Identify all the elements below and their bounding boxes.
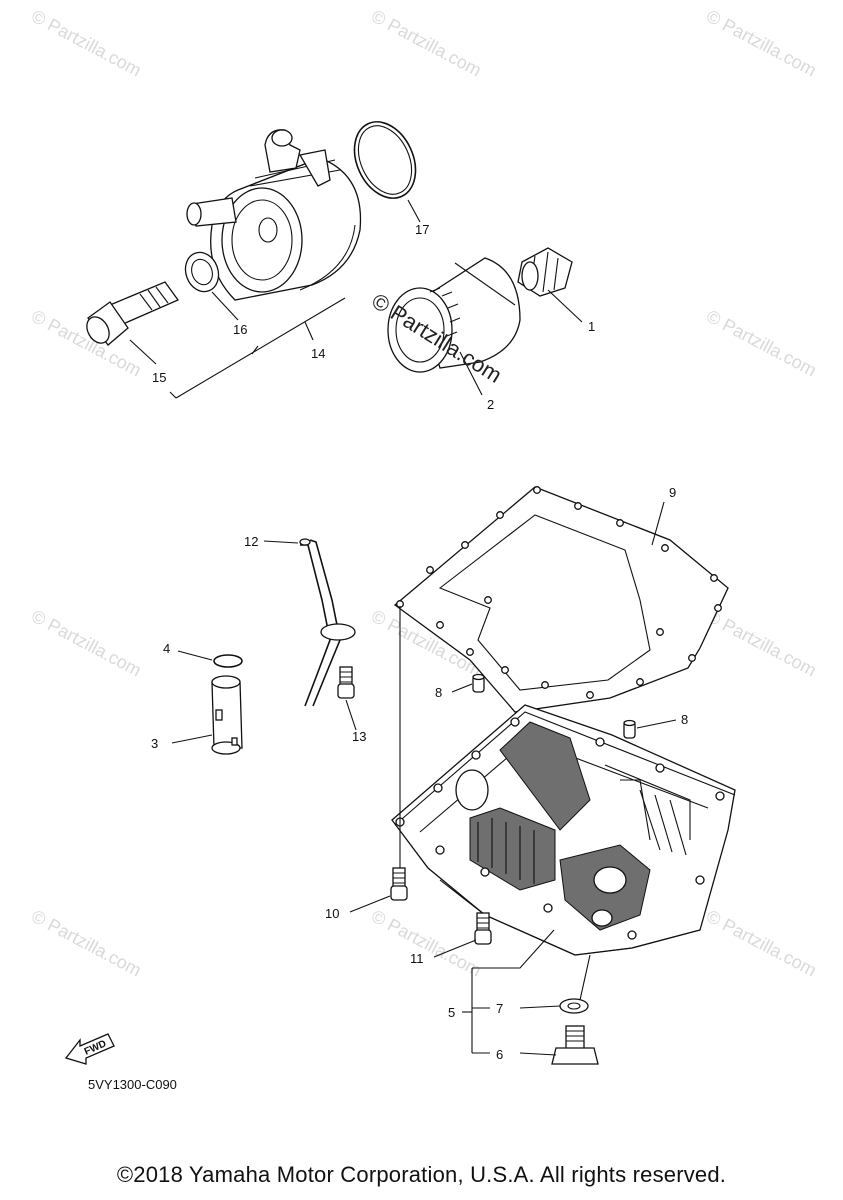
watermark: © Partzilla.com — [28, 906, 144, 981]
callout-17: 17 — [415, 222, 429, 237]
oil-cooler-14 — [186, 129, 362, 301]
callout-8-right: 8 — [681, 712, 688, 727]
watermark: © Partzilla.com — [703, 906, 819, 981]
bolt-10 — [390, 867, 408, 901]
callout-2: 2 — [487, 397, 494, 412]
watermark: © Partzilla.com — [368, 6, 484, 81]
copyright-notice: ©2018 Yamaha Motor Corporation, U.S.A. A… — [116, 1162, 727, 1187]
oil-pan — [391, 704, 736, 956]
diagram-code: 5VY1300-C090 — [88, 1077, 177, 1092]
callout-14: 14 — [311, 346, 325, 361]
callout-16: 16 — [233, 322, 247, 337]
watermark: © Partzilla.com — [28, 606, 144, 681]
fitting-1 — [517, 247, 573, 297]
dowel-pin-8-left — [472, 673, 485, 693]
washer-7 — [559, 998, 589, 1014]
callout-7: 7 — [496, 1001, 503, 1016]
callout-8-left: 8 — [435, 685, 442, 700]
watermark: © Partzilla.com — [703, 606, 819, 681]
callout-1: 1 — [588, 319, 595, 334]
callout-6: 6 — [496, 1047, 503, 1062]
o-ring-17 — [353, 121, 417, 199]
callout-3: 3 — [151, 736, 158, 751]
dowel-pin-8-right — [623, 719, 636, 739]
strainer-3 — [211, 675, 243, 755]
callout-labels: 1 2 3 4 5 6 7 8 8 9 10 11 12 13 14 15 16… — [151, 222, 688, 1062]
forward-arrow-icon: FWD — [64, 1033, 115, 1065]
gasket-9 — [393, 486, 729, 713]
callout-13: 13 — [352, 729, 366, 744]
forward-arrow-label: FWD — [83, 1038, 108, 1057]
oil-pipe-12 — [299, 538, 356, 707]
watermark: © Partzilla.com — [703, 306, 819, 381]
union-bolt-15 — [86, 281, 179, 346]
callout-11: 11 — [410, 951, 424, 966]
o-ring-4 — [213, 654, 243, 668]
washer-16 — [184, 251, 220, 293]
bolt-11 — [474, 912, 492, 945]
callout-15: 15 — [152, 370, 166, 385]
gasket-holes — [396, 486, 722, 699]
callout-10: 10 — [325, 906, 339, 921]
leader-lines-upper — [129, 199, 583, 399]
callout-12: 12 — [244, 534, 258, 549]
watermark: © Partzilla.com — [28, 6, 144, 81]
callout-4: 4 — [163, 641, 170, 656]
callout-5: 5 — [448, 1005, 455, 1020]
leader-lines-lower — [171, 501, 677, 1056]
watermark: © Partzilla.com — [703, 6, 819, 81]
callout-9: 9 — [669, 485, 676, 500]
oil-filter-2 — [387, 257, 521, 373]
bolt-13 — [337, 666, 355, 699]
drain-bolt-6 — [551, 1025, 599, 1065]
